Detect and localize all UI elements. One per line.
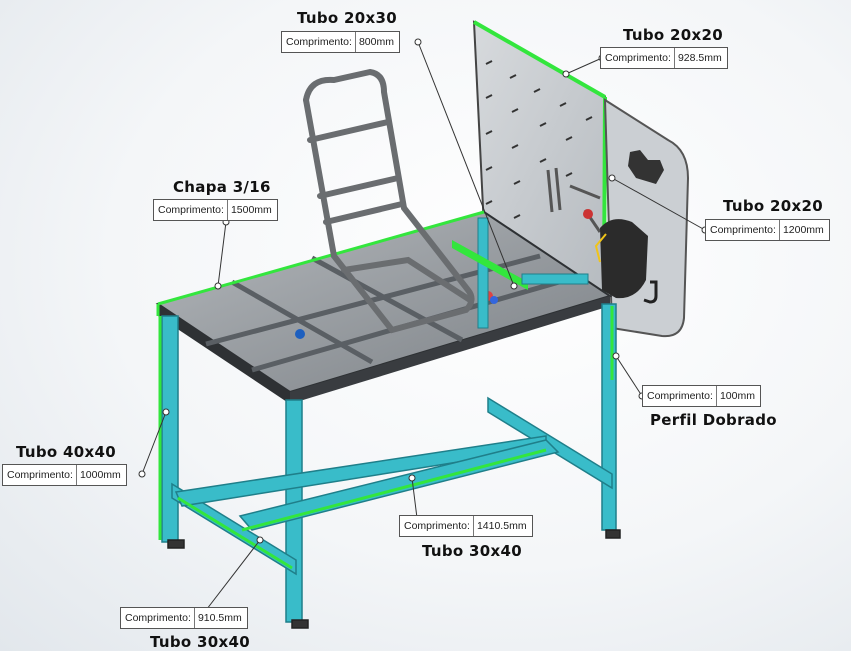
rear-frame: [452, 217, 589, 329]
title-tubo-20x20-top: Tubo 20x20: [623, 26, 723, 44]
title-chapa-3-16: Chapa 3/16: [173, 178, 271, 196]
dim-box-tubo-20x20-top: Comprimento: 928.5mm: [600, 47, 728, 69]
dim-key: Comprimento:: [643, 386, 717, 406]
dim-box-tubo-20x30: Comprimento: 800mm: [281, 31, 400, 53]
title-tubo-40x40: Tubo 40x40: [16, 443, 116, 461]
dim-key: Comprimento:: [400, 516, 474, 536]
title-tubo-20x30: Tubo 20x30: [297, 9, 397, 27]
dim-key: Comprimento:: [282, 32, 356, 52]
dim-value: 800mm: [358, 36, 394, 48]
dim-box-chapa-3-16: Comprimento: 1500mm: [153, 199, 278, 221]
title-perfil-dobrado: Perfil Dobrado: [650, 411, 777, 429]
dim-value: 1410.5mm: [476, 520, 527, 532]
dim-value: 1000mm: [79, 469, 121, 481]
dim-box-tubo-30x40-bottom: Comprimento: 910.5mm: [120, 607, 248, 629]
dim-key: Comprimento:: [121, 608, 195, 628]
dim-key: Comprimento:: [3, 465, 77, 485]
welding-mask: [583, 209, 648, 299]
title-tubo-30x40-bottom: Tubo 30x40: [150, 633, 250, 651]
dim-key: Comprimento:: [601, 48, 675, 68]
dim-box-perfil-dobrado: Comprimento: 100mm: [642, 385, 761, 407]
seat-frame: [303, 68, 475, 334]
dim-value: 100mm: [719, 390, 755, 402]
dim-key: Comprimento:: [706, 220, 780, 240]
dim-box-tubo-30x40-center: Comprimento: 1410.5mm: [399, 515, 533, 537]
dim-value: 1500mm: [230, 204, 272, 216]
dim-box-tubo-40x40: Comprimento: 1000mm: [2, 464, 127, 486]
dim-value: 928.5mm: [677, 52, 722, 64]
table-top: [155, 210, 613, 404]
title-tubo-20x20-side: Tubo 20x20: [723, 197, 823, 215]
side-shield-panel: [603, 98, 690, 338]
dim-box-tubo-20x20-side: Comprimento: 1200mm: [705, 219, 830, 241]
dim-value: 1200mm: [782, 224, 824, 236]
title-tubo-30x40-center: Tubo 30x40: [422, 542, 522, 560]
dim-value: 910.5mm: [197, 612, 242, 624]
dim-key: Comprimento:: [154, 200, 228, 220]
